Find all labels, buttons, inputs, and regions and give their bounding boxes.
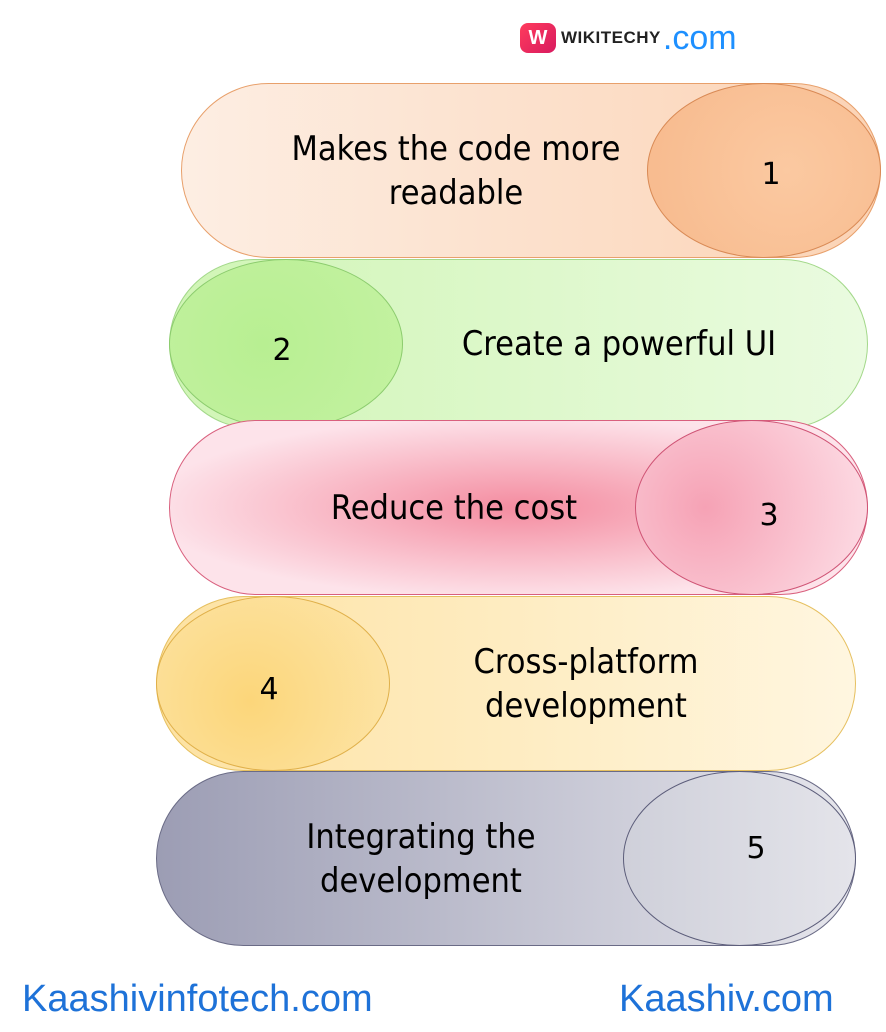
benefit-number-circle <box>635 420 868 595</box>
benefit-item-2: Create a powerful UI 2 <box>169 259 868 429</box>
wikitechy-logo-name: WIKITECHY <box>561 28 661 47</box>
benefit-number: 4 <box>259 672 279 707</box>
benefit-number-circle <box>156 596 390 771</box>
benefit-number-circle <box>169 259 403 429</box>
benefit-item-5: Integrating the development 5 <box>156 771 856 946</box>
benefit-number: 1 <box>761 157 781 192</box>
wikitechy-logo: W WIKITECHY .com <box>520 18 737 58</box>
footer-link-kaashiv[interactable]: Kaashiv.com <box>619 978 834 1020</box>
wikitechy-logo-mark: W <box>520 23 556 53</box>
benefit-item-3: Reduce the cost 3 <box>169 420 868 595</box>
benefit-text: Cross-platform development <box>473 641 699 726</box>
benefit-text: Makes the code more readable <box>291 128 621 213</box>
benefit-text: Create a powerful UI <box>461 324 777 364</box>
benefit-number-circle <box>623 771 856 946</box>
benefit-item-1: Makes the code more readable 1 <box>181 83 881 258</box>
benefit-number-circle <box>647 83 881 258</box>
benefit-text: Reduce the cost <box>330 487 578 528</box>
benefit-number: 3 <box>759 498 779 533</box>
benefit-text: Integrating the development <box>306 816 536 901</box>
footer-link-kaashivinfotech[interactable]: Kaashivinfotech.com <box>22 978 373 1020</box>
benefit-number: 2 <box>272 333 292 368</box>
benefit-number: 5 <box>746 831 766 866</box>
benefit-item-4: Cross-platform development 4 <box>156 596 856 771</box>
wikitechy-logo-suffix: .com <box>662 18 737 57</box>
